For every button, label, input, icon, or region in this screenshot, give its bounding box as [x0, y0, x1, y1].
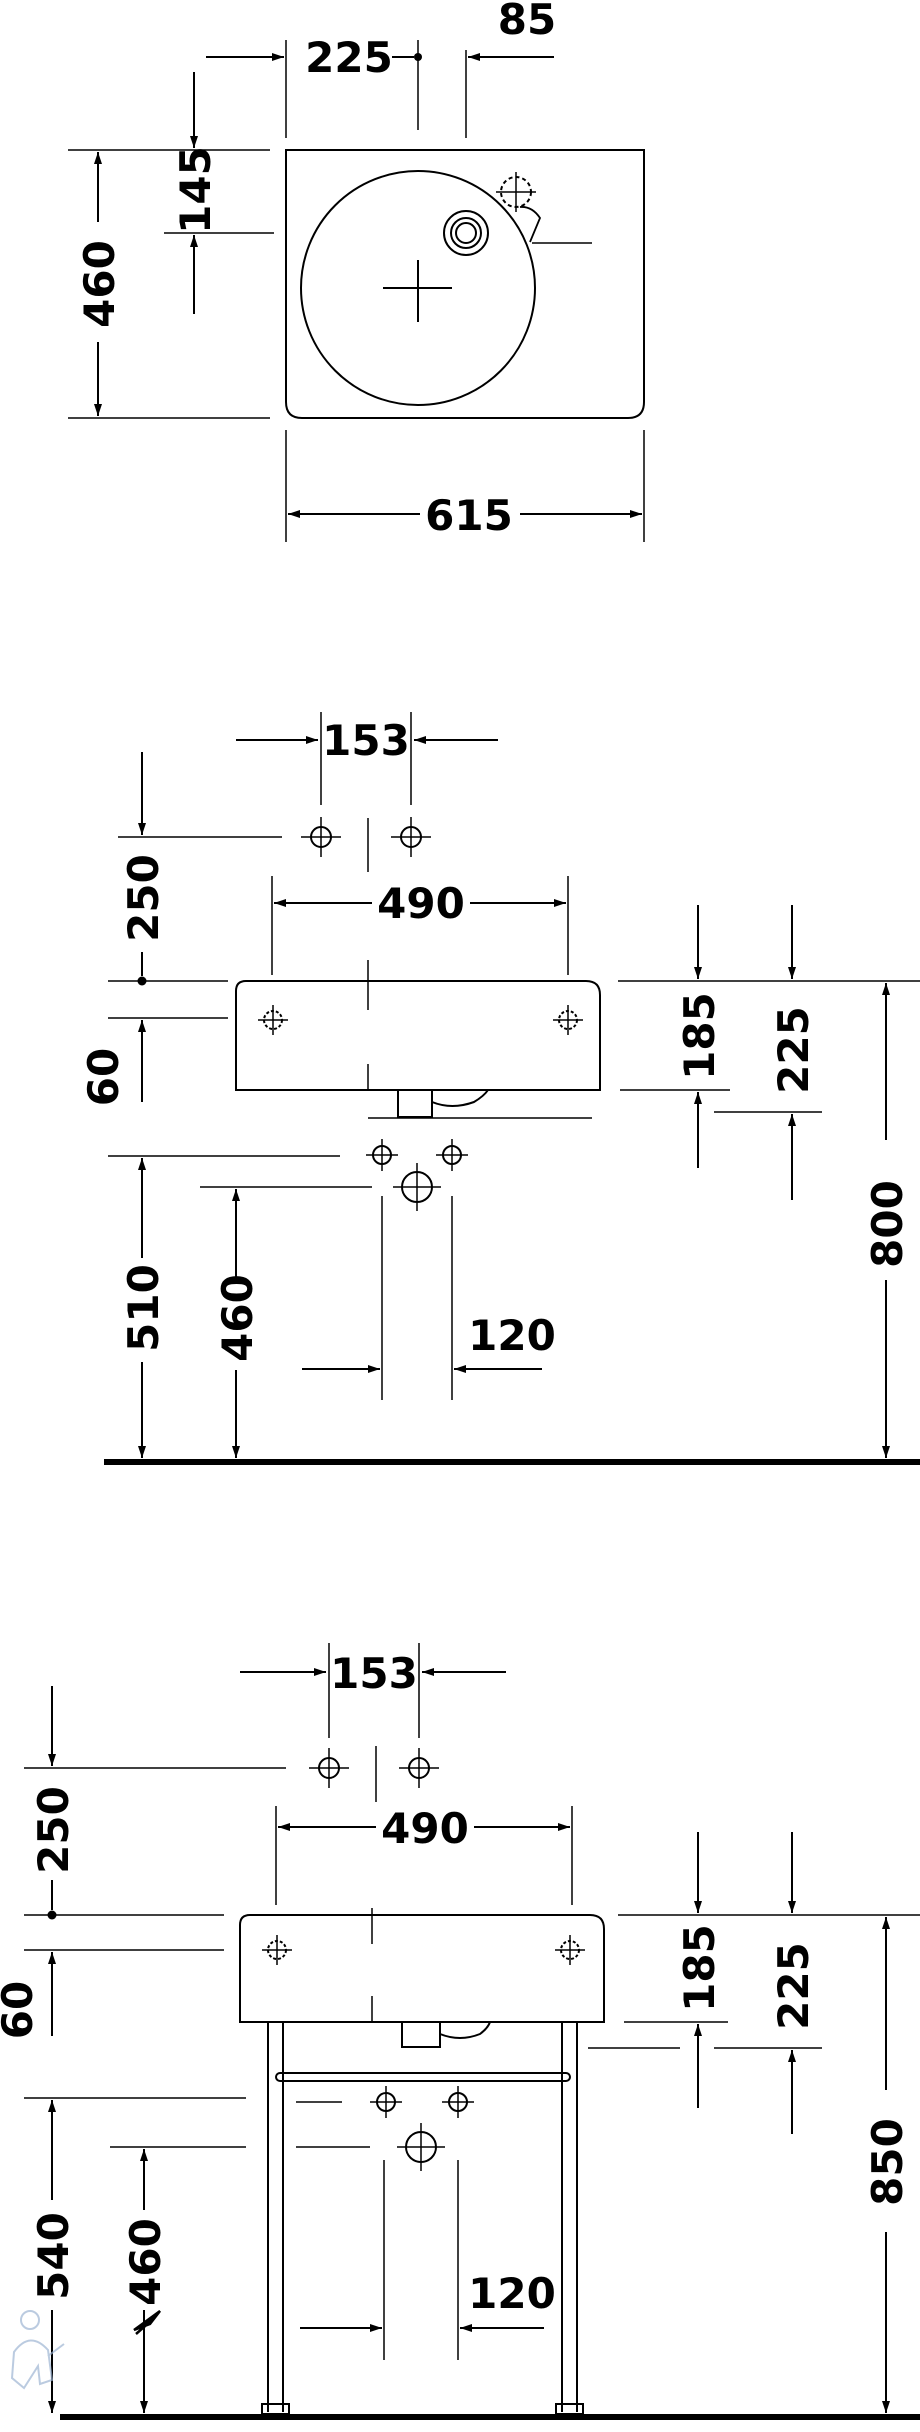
- plan-dim-615: 615: [425, 491, 513, 540]
- stand-dim-60: 60: [0, 1981, 42, 2039]
- bowl-circle: [300, 170, 536, 406]
- wall-dim-60: 60: [79, 1048, 128, 1106]
- plan-dim-145: 145: [171, 146, 220, 234]
- wall-dim-250: 250: [119, 854, 168, 942]
- floor-line-1: [104, 1459, 920, 1465]
- floor-line-2: [60, 2414, 920, 2420]
- plan-dim-85: 85: [498, 0, 556, 44]
- plan-dim-460: 460: [75, 240, 124, 328]
- small-pointer-arrow: [133, 2309, 161, 2335]
- stand-dim-225: 225: [769, 1942, 818, 2030]
- wall-elevation: [108, 712, 920, 1458]
- wall-dim-225: 225: [769, 1006, 818, 1094]
- plan-view: [68, 40, 645, 542]
- stand-dim-540: 540: [29, 2212, 78, 2300]
- stand-dim-460: 460: [121, 2218, 170, 2306]
- wall-dim-800: 800: [863, 1180, 912, 1268]
- basin-plan-outline: [285, 149, 645, 419]
- stand-dim-850: 850: [863, 2118, 912, 2206]
- stand-dim-153: 153: [330, 1649, 418, 1698]
- basin-front-wall: [235, 980, 601, 1091]
- stand-dim-120: 120: [468, 2269, 556, 2318]
- plan-dim-225: 225: [305, 33, 393, 82]
- stand-elevation: [24, 1643, 920, 2415]
- towel-rail: [275, 2072, 571, 2082]
- wall-dim-153: 153: [322, 716, 410, 765]
- stand-dim-185: 185: [675, 1924, 724, 2012]
- stand-dim-490: 490: [381, 1804, 469, 1853]
- basin-front-stand: [239, 1914, 605, 2023]
- stand-dim-250: 250: [29, 1786, 78, 1874]
- wall-dim-490: 490: [377, 879, 465, 928]
- plumber-watermark-icon: [10, 2310, 65, 2390]
- wall-dim-510: 510: [119, 1264, 168, 1352]
- wall-dim-185: 185: [675, 992, 724, 1080]
- wall-dim-120: 120: [468, 1311, 556, 1360]
- wall-dim-460: 460: [213, 1274, 262, 1362]
- tap-hole: [443, 210, 489, 256]
